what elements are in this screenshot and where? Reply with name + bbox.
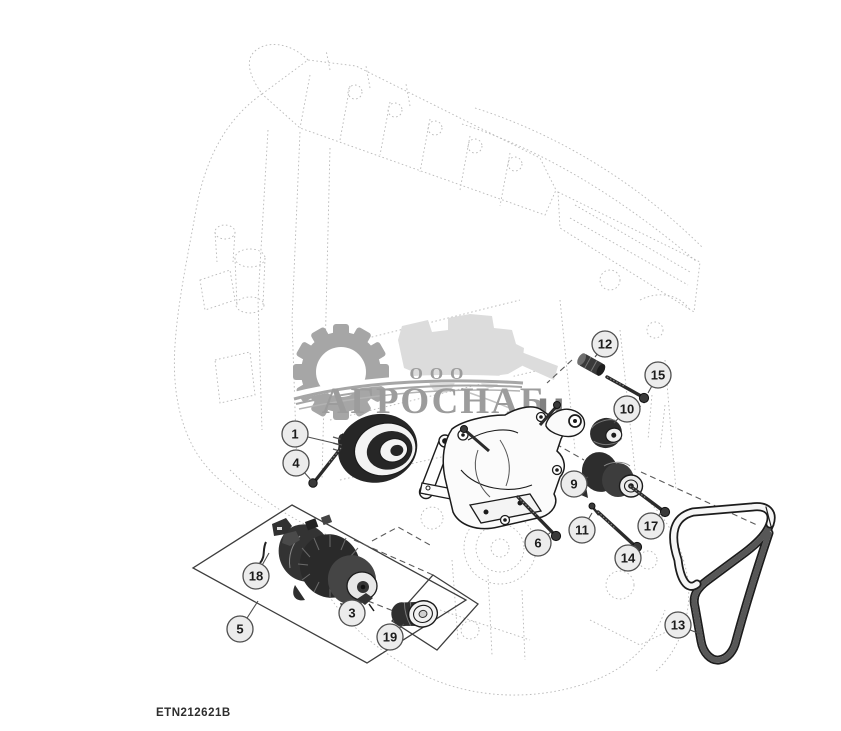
callout-number: 12 [598, 337, 612, 352]
callout-15: 15 [644, 361, 672, 394]
callout-number: 11 [575, 523, 589, 538]
callout-bubble [376, 623, 404, 651]
callout-3: 3 [338, 599, 366, 627]
callout-17: 17 [637, 512, 665, 540]
kit-box-5 [191, 504, 468, 664]
callout-5: 5 [226, 600, 259, 643]
callout-14: 14 [614, 544, 642, 572]
mounting-bracket [442, 401, 565, 530]
callout-13: 13 [664, 611, 701, 639]
callout-bubble [614, 544, 642, 572]
callout-number: 17 [644, 519, 658, 534]
clip-3 [357, 593, 375, 612]
bracket-bolt-rear [538, 401, 561, 426]
watermark-prefix: ООО [410, 364, 471, 383]
callout-number: 15 [651, 368, 665, 383]
callout-number: 9 [570, 477, 577, 492]
serpentine-belt-13 [669, 502, 776, 665]
bolt-6 [516, 495, 562, 542]
callout-bubble [644, 361, 672, 389]
callout-bubble [524, 529, 552, 557]
bolt-17 [628, 484, 671, 518]
alternator-pulley-assembly [332, 413, 418, 483]
callout-bubble [281, 420, 309, 448]
spacer-12 [577, 353, 606, 376]
callout-bubble [637, 512, 665, 540]
callout-number: 10 [620, 402, 634, 417]
callout-number: 3 [348, 606, 355, 621]
bolt-4 [308, 446, 343, 488]
callout-bubble [560, 470, 588, 498]
dashed-box-segment [371, 526, 431, 546]
gear-logo [293, 324, 553, 430]
callout-number: 13 [671, 618, 685, 633]
callout-number: 5 [236, 622, 243, 637]
callout-bubble [613, 395, 641, 423]
callout-bubble [226, 615, 254, 643]
pivot-arm [545, 408, 586, 438]
figure-code: ETN212621B [156, 707, 231, 719]
callout-number: 1 [291, 427, 298, 442]
callout-bubble [338, 599, 366, 627]
callout-19: 19 [376, 623, 405, 651]
connector-18 [259, 518, 300, 564]
callout-9: 9 [560, 470, 589, 498]
callout-bubble [568, 516, 596, 544]
pulley-19 [391, 600, 439, 628]
bracket-bolt-front [460, 425, 490, 453]
callout-11: 11 [568, 512, 596, 544]
belt-tensioner-9 [581, 452, 644, 498]
callout-18: 18 [242, 552, 270, 590]
callout-10: 10 [613, 395, 641, 424]
callout-bubble [591, 330, 619, 358]
callout-bubble [664, 611, 692, 639]
explosion-axes [353, 359, 758, 613]
callout-number: 6 [534, 536, 541, 551]
callout-12: 12 [591, 330, 619, 358]
callout-4: 4 [282, 449, 312, 481]
idler-pulley-10 [590, 417, 623, 449]
bolt-14 [596, 510, 643, 553]
callout-number: 4 [292, 456, 300, 471]
callout-number: 18 [249, 569, 263, 584]
callout-1: 1 [281, 420, 343, 448]
callout-number: 14 [621, 551, 636, 566]
callout-number: 19 [383, 630, 397, 645]
callout-bubble [242, 562, 270, 590]
callout-bubble [282, 449, 310, 477]
bolt-15 [605, 375, 650, 404]
callout-6: 6 [524, 529, 552, 557]
watermark: ООО АГРОСНАБ u [293, 314, 565, 433]
